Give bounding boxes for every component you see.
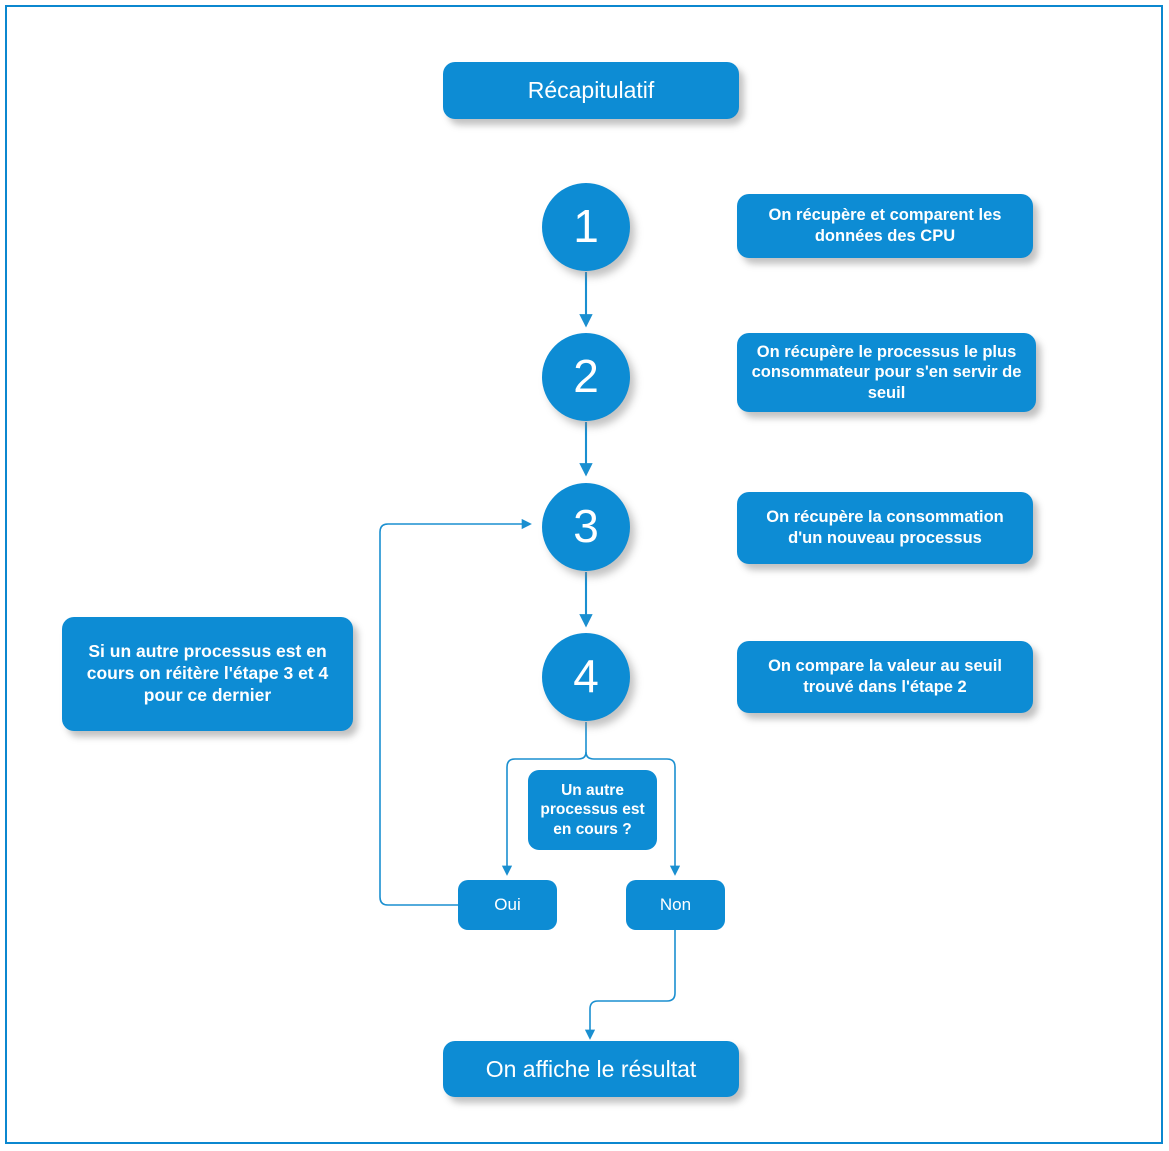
branch-yes-label: Oui (494, 895, 521, 915)
step-circle-3-number: 3 (573, 500, 599, 553)
result-box[interactable]: On affiche le résultat (443, 1041, 739, 1097)
step-note-2-label: On récupère le processus le plus consomm… (751, 342, 1022, 402)
step-note-3-label: On récupère la consommation d'un nouveau… (766, 508, 1004, 547)
step-note-2[interactable]: On récupère le processus le plus consomm… (737, 333, 1036, 412)
step-note-4[interactable]: On compare la valeur au seuil trouvé dan… (737, 641, 1033, 713)
branch-yes-box[interactable]: Oui (458, 880, 557, 930)
step-circle-4[interactable]: 4 (542, 633, 630, 721)
loop-note-box[interactable]: Si un autre processus est en cours on ré… (62, 617, 353, 731)
loop-note-label: Si un autre processus est en cours on ré… (86, 641, 329, 705)
step-circle-2-number: 2 (573, 350, 599, 403)
connector-split-oui (501, 751, 587, 876)
step-circle-1[interactable]: 1 (542, 183, 630, 271)
branch-no-label: Non (659, 895, 692, 915)
decision-box-label: Un autre processus est en cours ? (540, 781, 645, 838)
step-note-1[interactable]: On récupère et comparent les données des… (737, 194, 1033, 258)
title-box-label: Récapitulatif (527, 77, 655, 104)
step-note-3[interactable]: On récupère la consommation d'un nouveau… (737, 492, 1033, 564)
step-circle-1-number: 1 (573, 200, 599, 253)
connector-oui-loopback (379, 518, 532, 906)
step-note-1-label: On récupère et comparent les données des… (768, 206, 1002, 245)
decision-box[interactable]: Un autre processus est en cours ? (528, 770, 657, 850)
result-box-label: On affiche le résultat (485, 1055, 697, 1082)
step-circle-2[interactable]: 2 (542, 333, 630, 421)
step-note-4-label: On compare la valeur au seuil trouvé dan… (768, 657, 1002, 696)
connector-split-non (585, 751, 681, 876)
step-circle-4-number: 4 (573, 650, 599, 703)
title-box[interactable]: Récapitulatif (443, 62, 739, 119)
connector-non-result (584, 930, 676, 1040)
step-circle-3[interactable]: 3 (542, 483, 630, 571)
branch-no-box[interactable]: Non (626, 880, 725, 930)
